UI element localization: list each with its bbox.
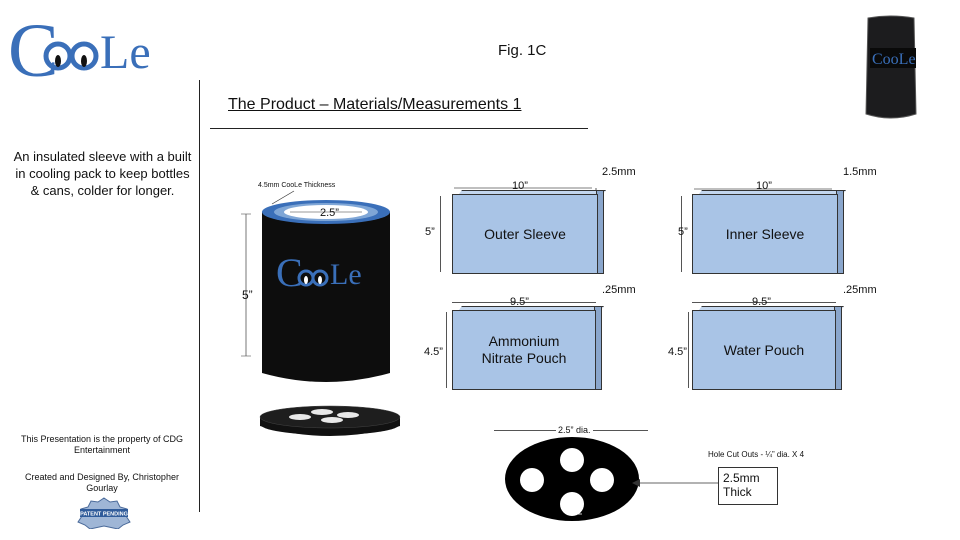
- water-height-line: [688, 312, 689, 388]
- ammonium-height-line: [446, 312, 447, 388]
- koozie-photo: CooLe: [862, 14, 920, 124]
- title-underline-rule: [210, 128, 588, 129]
- disc-thickness-arrow: [632, 476, 718, 488]
- disc-diameter-label: 2.5” dia.: [556, 425, 593, 435]
- inner-sleeve-height-line: [681, 196, 682, 272]
- water-pouch-panel: Water Pouch: [692, 310, 836, 390]
- figure-label: Fig. 1C: [498, 42, 547, 59]
- koozie-thickness-label: 4.5mm CooLe Thickness: [258, 182, 336, 189]
- koozie-height-label: 5”: [242, 288, 253, 302]
- ammonium-nitrate-label: Ammonium Nitrate Pouch: [481, 333, 567, 366]
- logo-pupil-left: [55, 55, 61, 67]
- svg-text:Le: Le: [330, 258, 362, 291]
- inner-sleeve-height: 5”: [678, 226, 688, 238]
- water-pouch-label: Water Pouch: [723, 341, 805, 358]
- disc-drawing: [504, 436, 640, 522]
- credits-note: Created and Designed By, Christopher Gou…: [25, 472, 179, 493]
- water-height: 4.5”: [668, 346, 687, 358]
- water-width-line: [692, 302, 836, 303]
- logo-letter-c: C: [8, 9, 59, 86]
- vertical-divider: [199, 80, 200, 512]
- page-title: The Product – Materials/Measurements 1: [228, 96, 522, 113]
- svg-text:C: C: [276, 250, 303, 295]
- disc-cutouts-label: Hole Cut Outs - ¼” dia. X 4: [708, 450, 805, 459]
- koozie-illustration: C Le: [236, 188, 406, 438]
- logo-pupil-right: [81, 55, 87, 67]
- ammonium-thickness: .25mm: [602, 284, 636, 296]
- cooLe-logo: C Le: [8, 6, 198, 93]
- logo-letters-le: Le: [100, 26, 151, 79]
- disc-thickness-label: 2.5mm Thick: [723, 471, 760, 499]
- outer-sleeve-height: 5”: [425, 226, 435, 238]
- product-description: An insulated sleeve with a built in cool…: [13, 149, 192, 198]
- outer-sleeve-width: 10”: [512, 180, 528, 192]
- inner-sleeve-label: Inner Sleeve: [725, 225, 805, 242]
- disc-thickness-box: 2.5mm Thick: [718, 467, 778, 505]
- inner-sleeve-panel: Inner Sleeve: [692, 194, 838, 274]
- water-width: 9.5”: [752, 296, 771, 308]
- patent-pending-badge: PATENT PENDING: [76, 497, 132, 530]
- ammonium-height: 4.5”: [424, 346, 443, 358]
- ammonium-nitrate-panel: Ammonium Nitrate Pouch: [452, 310, 596, 390]
- outer-sleeve-height-line: [440, 196, 441, 272]
- water-thickness: .25mm: [843, 284, 877, 296]
- ammonium-width: 9.5”: [510, 296, 529, 308]
- inner-sleeve-width: 10”: [756, 180, 772, 192]
- property-note: This Presentation is the property of CDG…: [20, 434, 184, 455]
- outer-sleeve-label: Outer Sleeve: [484, 225, 566, 242]
- koozie-diameter-label: 2.5”: [320, 207, 339, 219]
- inner-sleeve-thickness: 1.5mm: [843, 166, 877, 178]
- badge-text: PATENT PENDING: [80, 512, 128, 518]
- svg-text:CooLe: CooLe: [872, 51, 916, 68]
- logo-eye-right: [69, 41, 99, 71]
- outer-sleeve-panel: Outer Sleeve: [452, 194, 598, 274]
- ammonium-width-line: [452, 302, 596, 303]
- inner-sleeve-dims: [692, 186, 840, 198]
- outer-sleeve-thickness: 2.5mm: [602, 166, 636, 178]
